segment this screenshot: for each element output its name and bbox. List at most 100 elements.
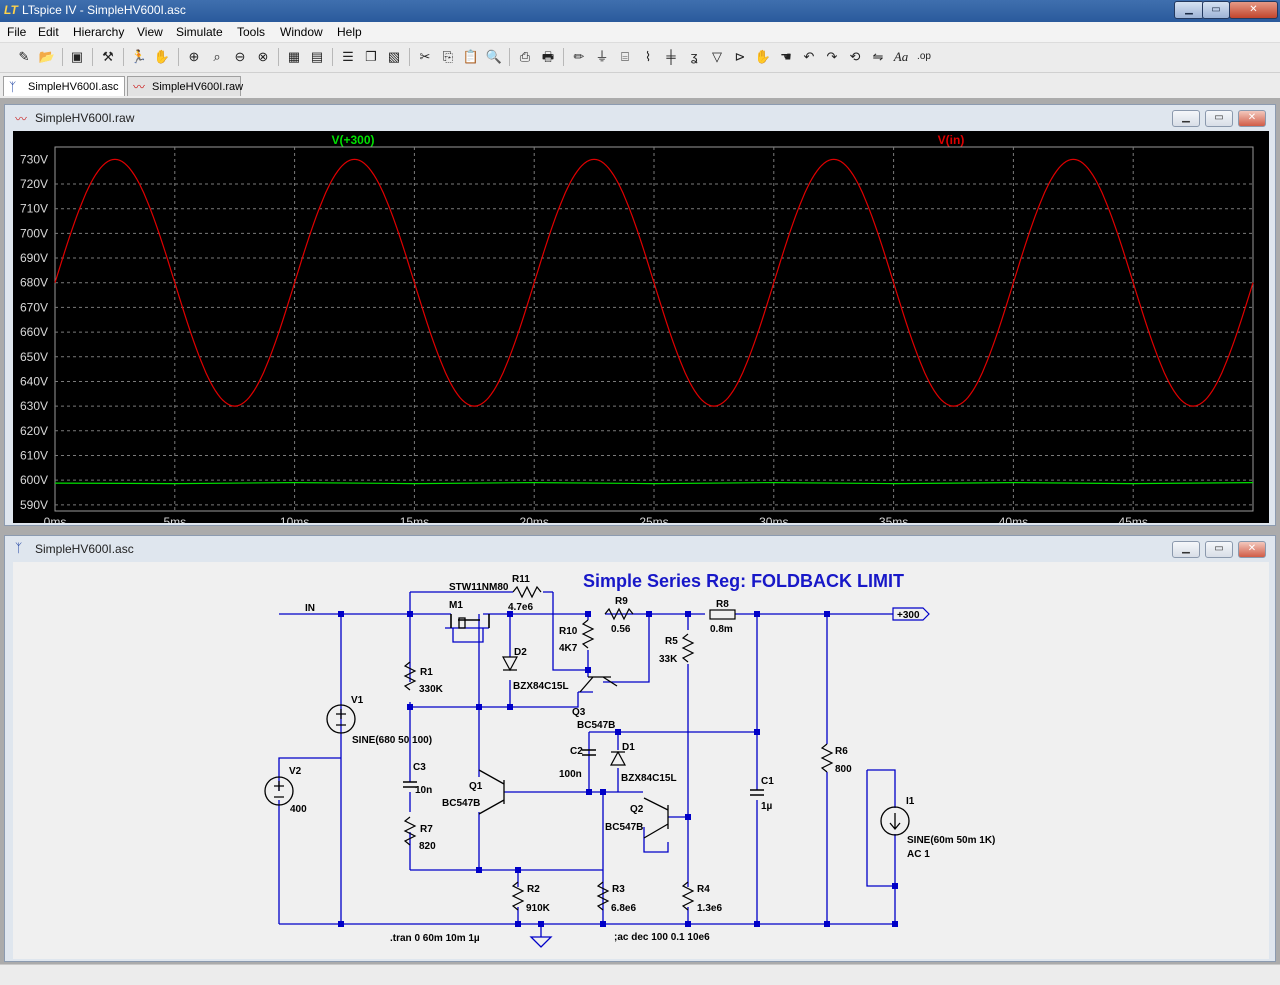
cascade-icon[interactable]: ❐ — [365, 49, 377, 64]
mirror-icon[interactable]: ⇋ — [872, 49, 884, 64]
close-button[interactable]: ✕ — [1229, 1, 1278, 19]
r2-ref: R2 — [527, 884, 540, 895]
menu-file[interactable]: File — [7, 25, 27, 39]
waveform-window-header: 〰 SimpleHV600I.raw ▁ ▭ ✕ — [5, 105, 1275, 129]
x-tick-label: 10ms — [280, 515, 309, 523]
tile-horizontal-icon[interactable]: ☰ — [342, 49, 354, 64]
toolbar: ✎ 📂 ▣ ⚒ 🏃 ✋ ⊕ ⌕ ⊖ ⊗ ▦ ▤ ☰ ❐ ▧ ✂ ⎘ 📋 🔍 ⎙ … — [0, 43, 1280, 73]
schematic-canvas[interactable]: Simple Series Reg: FOLDBACK LIMIT IN +30… — [13, 562, 1269, 959]
trace-v-out[interactable] — [54, 481, 1254, 485]
redo-icon[interactable]: ↷ — [826, 49, 838, 64]
menu-simulate[interactable]: Simulate — [176, 25, 223, 39]
resistor-icon[interactable]: ⌇ — [644, 49, 652, 64]
ground-symbol — [529, 936, 553, 948]
tran-directive[interactable]: .tran 0 60m 10m 1µ — [390, 933, 480, 944]
r5-ref: R5 — [665, 636, 678, 647]
title-bar: LT LTspice IV - SimpleHV600I.asc ▁ ▭ ✕ — [0, 0, 1280, 22]
waveform-plot[interactable]: 730V720V710V700V690V680V670V660V650V640V… — [13, 131, 1269, 529]
tab-schematic[interactable]: ᛉ SimpleHV600I.asc — [3, 76, 125, 96]
zoom-pan-icon[interactable]: ⌕ — [213, 49, 221, 64]
autorange-icon[interactable]: ▦ — [287, 49, 301, 64]
waveform-restore-button[interactable]: ▭ — [1205, 110, 1233, 127]
new-schematic-icon[interactable]: ✎ — [18, 49, 30, 64]
waveform-icon: 〰 — [15, 112, 28, 126]
schematic-restore-button[interactable]: ▭ — [1205, 541, 1233, 558]
menu-window[interactable]: Window — [280, 25, 323, 39]
paste-icon[interactable]: 📋 — [462, 49, 480, 64]
schematic-drawing[interactable]: Simple Series Reg: FOLDBACK LIMIT IN +30… — [13, 562, 1269, 959]
draw-wire-icon[interactable]: ✏ — [573, 49, 585, 64]
schematic-icon: ᛉ — [15, 541, 23, 555]
ltspice-logo-icon: LT — [4, 3, 18, 17]
menu-tools[interactable]: Tools — [237, 25, 266, 39]
x-tick-label: 20ms — [520, 515, 549, 523]
toolbar-separator — [123, 48, 124, 66]
resistor-symbols — [403, 585, 834, 911]
find-icon[interactable]: 🔍 — [485, 49, 503, 64]
component-icon[interactable]: ⊳ — [734, 49, 746, 64]
y-tick-label: 600V — [20, 473, 48, 487]
move-icon[interactable]: ✋ — [754, 49, 772, 64]
trace-v-in[interactable] — [54, 158, 1254, 407]
run-icon[interactable]: 🏃 — [130, 49, 148, 64]
q2-ref: Q2 — [630, 804, 644, 815]
i1-value: SINE(60m 50m 1K) — [907, 835, 995, 846]
zoom-in-icon[interactable]: ⊕ — [188, 49, 200, 64]
rotate-icon[interactable]: ⟲ — [849, 49, 861, 64]
schematic-close-button[interactable]: ✕ — [1238, 541, 1266, 558]
schematic-window: ᛉ SimpleHV600I.asc ▁ ▭ ✕ — [4, 535, 1276, 962]
tab-waveform[interactable]: 〰 SimpleHV600I.raw — [127, 76, 243, 96]
waveform-close-button[interactable]: ✕ — [1238, 110, 1266, 127]
ground-icon[interactable]: ⏚ — [595, 49, 609, 64]
y-tick-label: 670V — [20, 300, 48, 314]
q1-ref: Q1 — [469, 781, 483, 792]
d1-ref: D1 — [622, 742, 635, 753]
zoom-out-icon[interactable]: ⊖ — [234, 49, 246, 64]
transistor-symbols — [450, 614, 669, 839]
menu-hierarchy[interactable]: Hierarchy — [73, 25, 125, 39]
output-net-flag — [892, 607, 930, 621]
undo-icon[interactable]: ↶ — [803, 49, 815, 64]
print-icon[interactable]: 🖶 — [541, 49, 555, 64]
zoom-fit-icon[interactable]: ▤ — [310, 49, 324, 64]
v1-ref: V1 — [351, 695, 364, 706]
close-window-icon[interactable]: ▧ — [387, 49, 401, 64]
y-tick-label: 650V — [20, 350, 48, 364]
toolbar-separator — [563, 48, 564, 66]
close-icon: ✕ — [1249, 4, 1258, 15]
maximize-button[interactable]: ▭ — [1202, 1, 1230, 19]
text-icon[interactable]: Aa — [893, 49, 909, 64]
diode-icon[interactable]: ▽ — [712, 49, 722, 64]
copy-icon[interactable]: ⎘ — [442, 49, 454, 64]
menu-view[interactable]: View — [137, 25, 163, 39]
minimize-button[interactable]: ▁ — [1174, 1, 1204, 19]
y-tick-label: 610V — [20, 448, 48, 462]
zoom-cancel-icon[interactable]: ⊗ — [257, 49, 269, 64]
halt-icon[interactable]: ✋ — [153, 49, 171, 64]
x-tick-label: 45ms — [1119, 515, 1148, 523]
legend-label[interactable]: V(in) — [938, 133, 965, 147]
capacitor-icon[interactable]: ╪ — [666, 49, 676, 64]
ac-directive[interactable]: ;ac dec 100 0.1 10e6 — [614, 932, 710, 943]
i1-ref: I1 — [906, 796, 915, 807]
waveform-minimize-button[interactable]: ▁ — [1172, 110, 1200, 127]
schematic-minimize-button[interactable]: ▁ — [1172, 541, 1200, 558]
r9-ref: R9 — [615, 596, 628, 607]
open-folder-icon[interactable]: 📂 — [38, 49, 56, 64]
save-icon[interactable]: ▣ — [70, 49, 84, 64]
control-panel-icon[interactable]: ⚒ — [102, 49, 114, 64]
inductor-icon[interactable]: ʓ — [690, 49, 698, 64]
toolbar-separator — [278, 48, 279, 66]
menu-edit[interactable]: Edit — [38, 25, 59, 39]
c1-value: 1µ — [761, 801, 773, 812]
print-setup-icon[interactable]: ⎙ — [519, 49, 531, 64]
drag-icon[interactable]: ☚ — [780, 49, 792, 64]
menu-help[interactable]: Help — [337, 25, 362, 39]
label-net-icon[interactable]: ⌸ — [621, 49, 629, 64]
cut-icon[interactable]: ✂ — [419, 49, 431, 64]
v2-value: 400 — [290, 804, 307, 815]
y-tick-label: 590V — [20, 498, 48, 512]
legend-label[interactable]: V(+300) — [331, 133, 374, 147]
spice-directive-icon[interactable]: .op — [917, 51, 931, 62]
